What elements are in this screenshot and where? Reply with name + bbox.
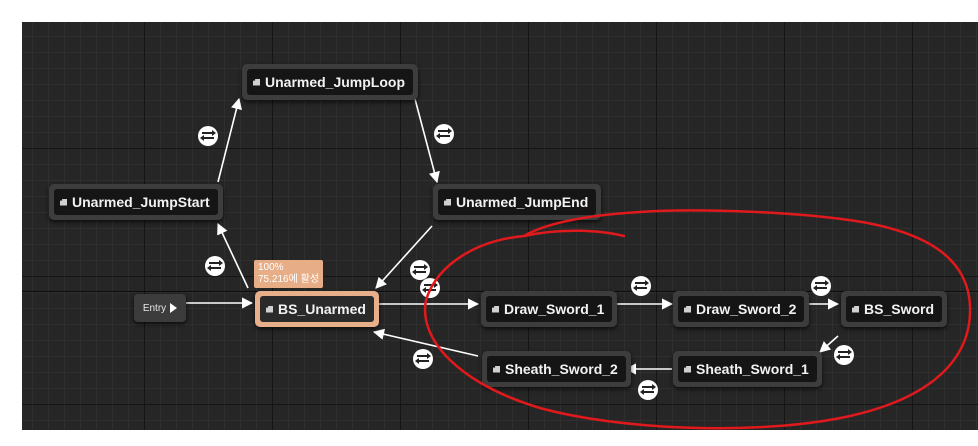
state-sheath-sword-1[interactable]: Sheath_Sword_1 [673, 351, 822, 387]
transition-rule-icon[interactable] [834, 345, 854, 365]
state-label: Sheath_Sword_2 [505, 361, 618, 377]
state-icon [493, 365, 500, 373]
play-icon [170, 303, 178, 313]
transition-rule-icon[interactable] [413, 349, 433, 369]
state-label: Draw_Sword_1 [504, 301, 605, 317]
transition-rule-icon[interactable] [410, 260, 430, 280]
state-unarmed-jumploop[interactable]: Unarmed_JumpLoop [242, 64, 419, 100]
state-sheath-sword-2[interactable]: Sheath_Sword_2 [482, 351, 631, 387]
state-label: BS_Unarmed [278, 301, 366, 317]
wire-jumploop-to-jumpend [414, 98, 440, 184]
transition-rule-icon[interactable] [434, 124, 454, 144]
state-label: Unarmed_JumpStart [72, 194, 210, 210]
state-label: Unarmed_JumpLoop [265, 74, 406, 90]
state-draw-sword-1[interactable]: Draw_Sword_1 [481, 291, 618, 327]
annotation-circle-stroke [423, 209, 972, 430]
state-icon [253, 78, 260, 86]
state-label: Sheath_Sword_1 [696, 361, 809, 377]
state-unarmed-jumpstart[interactable]: Unarmed_JumpStart [49, 184, 223, 220]
annotation-circle-tail [522, 229, 626, 238]
state-icon [60, 198, 67, 206]
state-icon [444, 198, 451, 206]
transition-wires [186, 97, 840, 375]
transition-rule-icon[interactable] [198, 126, 218, 146]
entry-label: Entry [142, 302, 167, 314]
active-state-weight-badge: 100% 75.216에 활성 [254, 260, 323, 288]
state-icon [684, 305, 691, 313]
state-icon [492, 305, 499, 313]
state-draw-sword-2[interactable]: Draw_Sword_2 [673, 291, 810, 327]
state-unarmed-jumpend[interactable]: Unarmed_JumpEnd [433, 184, 602, 220]
state-bs-sword[interactable]: BS_Sword [841, 291, 948, 327]
wire-bs-sword-to-sheath-sword-1 [819, 335, 839, 353]
state-machine-graph[interactable]: Entry Unarmed_JumpLoop Unarmed_JumpStart… [22, 22, 978, 430]
entry-node[interactable]: Entry [134, 294, 186, 322]
state-icon [852, 305, 859, 313]
state-icon [266, 305, 273, 313]
state-label: Unarmed_JumpEnd [456, 194, 589, 210]
weight-percent: 100% [258, 262, 284, 273]
state-bs-unarmed[interactable]: BS_Unarmed [255, 291, 379, 327]
wire-jumpstart-to-jumploop [217, 97, 242, 183]
transition-rule-icon[interactable] [638, 380, 658, 400]
weight-detail: 75.216에 활성 [258, 274, 319, 285]
transition-rule-icon[interactable] [205, 256, 225, 276]
state-icon [684, 365, 691, 373]
wire-bs-unarmed-to-jumpstart [217, 222, 249, 289]
transition-rule-icon[interactable] [631, 276, 651, 296]
wire-jumpend-to-bs-unarmed [375, 225, 433, 289]
state-label: Draw_Sword_2 [696, 301, 797, 317]
wire-sheath-sword-2-to-bs-unarmed [372, 328, 479, 357]
state-label: BS_Sword [864, 301, 935, 317]
transition-rule-icon[interactable] [811, 276, 831, 296]
